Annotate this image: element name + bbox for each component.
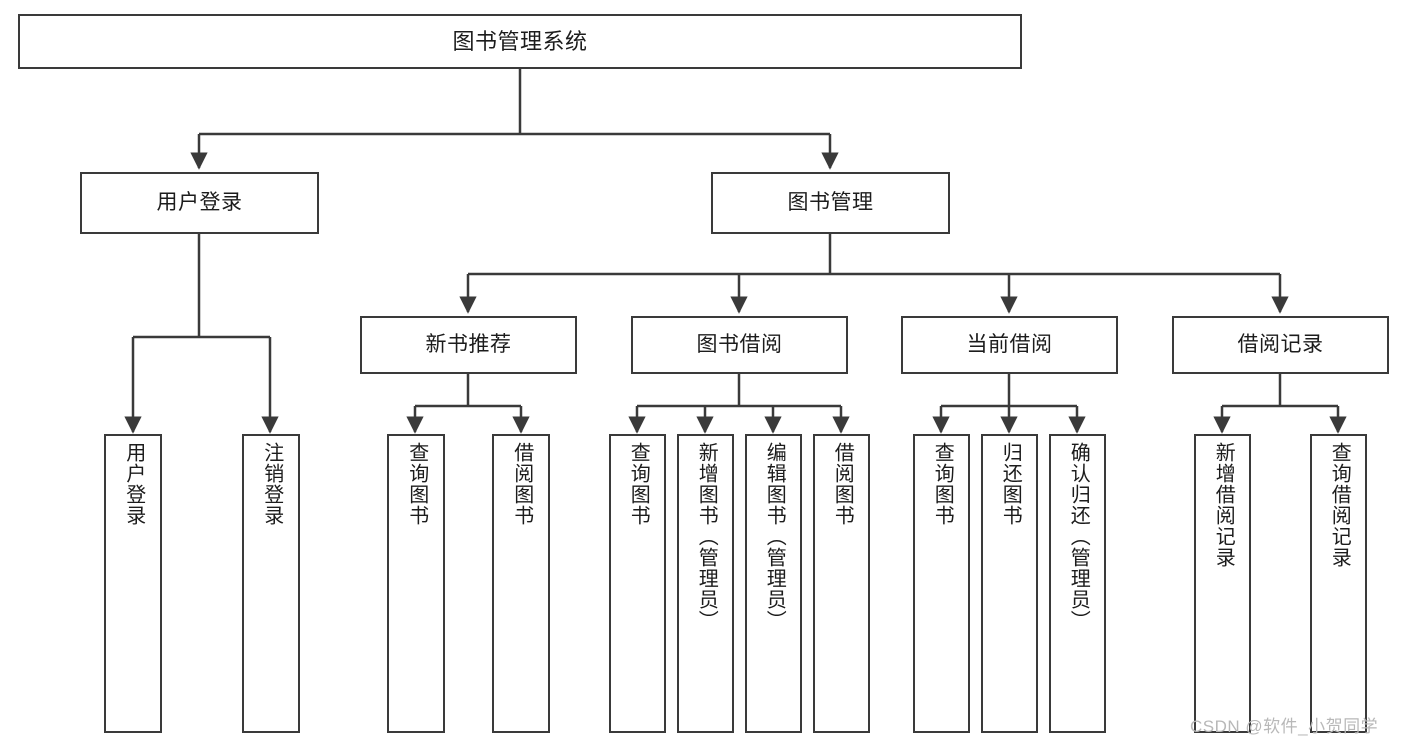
node-current-borrow-label: 当前借阅 <box>966 332 1053 356</box>
node-root-label: 图书管理系统 <box>452 28 588 54</box>
leaf-add-book[interactable]: 新增图书（管理员） <box>677 434 734 733</box>
node-borrow-record[interactable]: 借阅记录 <box>1172 316 1389 374</box>
leaf-add-record-label: 新增借阅记录 <box>1212 442 1235 568</box>
leaf-edit-book[interactable]: 编辑图书（管理员） <box>745 434 802 733</box>
leaf-query-record-label: 查询借阅记录 <box>1328 442 1351 568</box>
leaf-query-book-2-label: 查询图书 <box>627 442 650 526</box>
leaf-return-book[interactable]: 归还图书 <box>981 434 1038 733</box>
leaf-query-book-3[interactable]: 查询图书 <box>913 434 970 733</box>
leaf-query-record[interactable]: 查询借阅记录 <box>1310 434 1367 733</box>
node-current-borrow[interactable]: 当前借阅 <box>901 316 1118 374</box>
leaf-borrow-book-2-label: 借阅图书 <box>831 442 854 526</box>
node-book-borrow-label: 图书借阅 <box>696 332 783 356</box>
leaf-user-login[interactable]: 用户登录 <box>104 434 162 733</box>
leaf-add-book-label: 新增图书（管理员） <box>695 442 718 631</box>
leaf-borrow-book-1[interactable]: 借阅图书 <box>492 434 550 733</box>
leaf-logout-login[interactable]: 注销登录 <box>242 434 300 733</box>
node-borrow-record-label: 借阅记录 <box>1237 332 1324 356</box>
leaf-return-book-label: 归还图书 <box>999 442 1022 526</box>
node-book-borrow[interactable]: 图书借阅 <box>631 316 848 374</box>
leaf-confirm-return-label: 确认归还（管理员） <box>1067 442 1090 631</box>
csdn-watermark: CSDN @软件_小贺同学 <box>1190 717 1379 736</box>
leaf-confirm-return[interactable]: 确认归还（管理员） <box>1049 434 1106 733</box>
node-new-book-recommend-label: 新书推荐 <box>425 332 512 356</box>
leaf-query-book-3-label: 查询图书 <box>931 442 954 526</box>
leaf-query-book-1[interactable]: 查询图书 <box>387 434 445 733</box>
leaf-borrow-book-2[interactable]: 借阅图书 <box>813 434 870 733</box>
leaf-edit-book-label: 编辑图书（管理员） <box>763 442 786 631</box>
leaf-logout-login-label: 注销登录 <box>260 442 283 526</box>
leaf-borrow-book-1-label: 借阅图书 <box>510 442 533 526</box>
node-book-management[interactable]: 图书管理 <box>711 172 950 234</box>
node-user-login-label: 用户登录 <box>156 190 243 214</box>
node-root[interactable]: 图书管理系统 <box>18 14 1022 69</box>
node-new-book-recommend[interactable]: 新书推荐 <box>360 316 577 374</box>
leaf-add-record[interactable]: 新增借阅记录 <box>1194 434 1251 733</box>
node-user-login[interactable]: 用户登录 <box>80 172 319 234</box>
node-book-management-label: 图书管理 <box>787 190 874 214</box>
leaf-user-login-label: 用户登录 <box>122 442 145 526</box>
leaf-query-book-1-label: 查询图书 <box>405 442 428 526</box>
leaf-query-book-2[interactable]: 查询图书 <box>609 434 666 733</box>
